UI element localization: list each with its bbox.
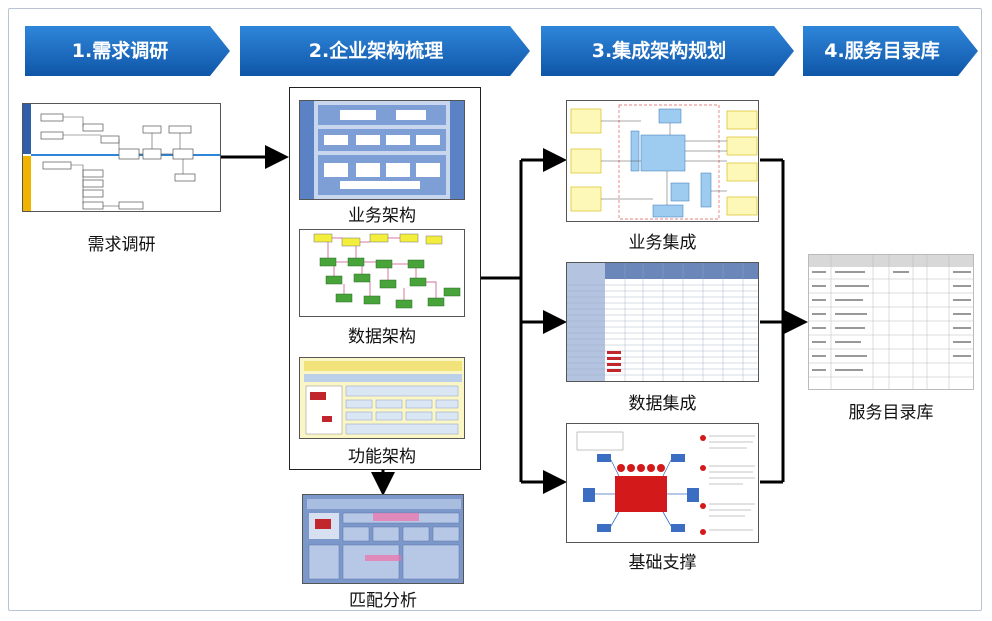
step-3-label: 3.集成架构规划 [591, 40, 727, 62]
integration-flow-image [567, 101, 758, 221]
layered-diagram-image [300, 101, 464, 199]
chevron-shape [25, 26, 230, 76]
business-arch-thumbnail [299, 100, 465, 200]
caption-service-catalog: 服务目录库 [848, 403, 934, 423]
caption-function-arch: 功能架构 [348, 447, 416, 467]
step-1-header: 1.需求调研 [25, 26, 230, 76]
requirements-diagram-thumbnail [22, 103, 221, 212]
chevron-shape [240, 26, 530, 76]
step-2-header: 2.企业架构梳理 [240, 26, 530, 76]
data-arch-thumbnail [299, 229, 465, 317]
caption-business-integration: 业务集成 [628, 233, 697, 253]
step-3-header: 3.集成架构规划 [541, 26, 794, 76]
service-catalog-thumbnail [808, 254, 974, 390]
match-diagram-image [303, 495, 463, 583]
caption-data-arch: 数据架构 [348, 327, 416, 347]
data-model-image [313, 233, 461, 309]
step-2-label: 2.企业架构梳理 [308, 40, 444, 62]
step-1-label: 1.需求调研 [71, 40, 169, 62]
function-arch-thumbnail [299, 357, 465, 439]
caption-data-integration: 数据集成 [628, 394, 697, 414]
enterprise-architecture-group [289, 87, 481, 470]
flowchart-image [23, 104, 220, 211]
data-integration-thumbnail [566, 262, 759, 382]
caption-infrastructure: 基础支撑 [628, 553, 697, 573]
infrastructure-thumbnail [566, 423, 759, 543]
caption-business-arch: 业务架构 [348, 206, 416, 226]
data-matrix-image [567, 263, 758, 381]
caption-match-analysis: 匹配分析 [349, 591, 417, 611]
step-4-header: 4.服务目录库 [803, 26, 978, 76]
bus-architecture-image [567, 424, 758, 542]
match-analysis-thumbnail [302, 494, 464, 584]
function-module-image [300, 358, 464, 438]
chevron-shape [803, 26, 978, 76]
business-integration-thumbnail [566, 100, 759, 222]
chevron-shape [541, 26, 794, 76]
caption-requirements: 需求调研 [87, 235, 156, 255]
step-4-label: 4.服务目录库 [824, 40, 940, 62]
catalog-table-image [809, 255, 973, 389]
